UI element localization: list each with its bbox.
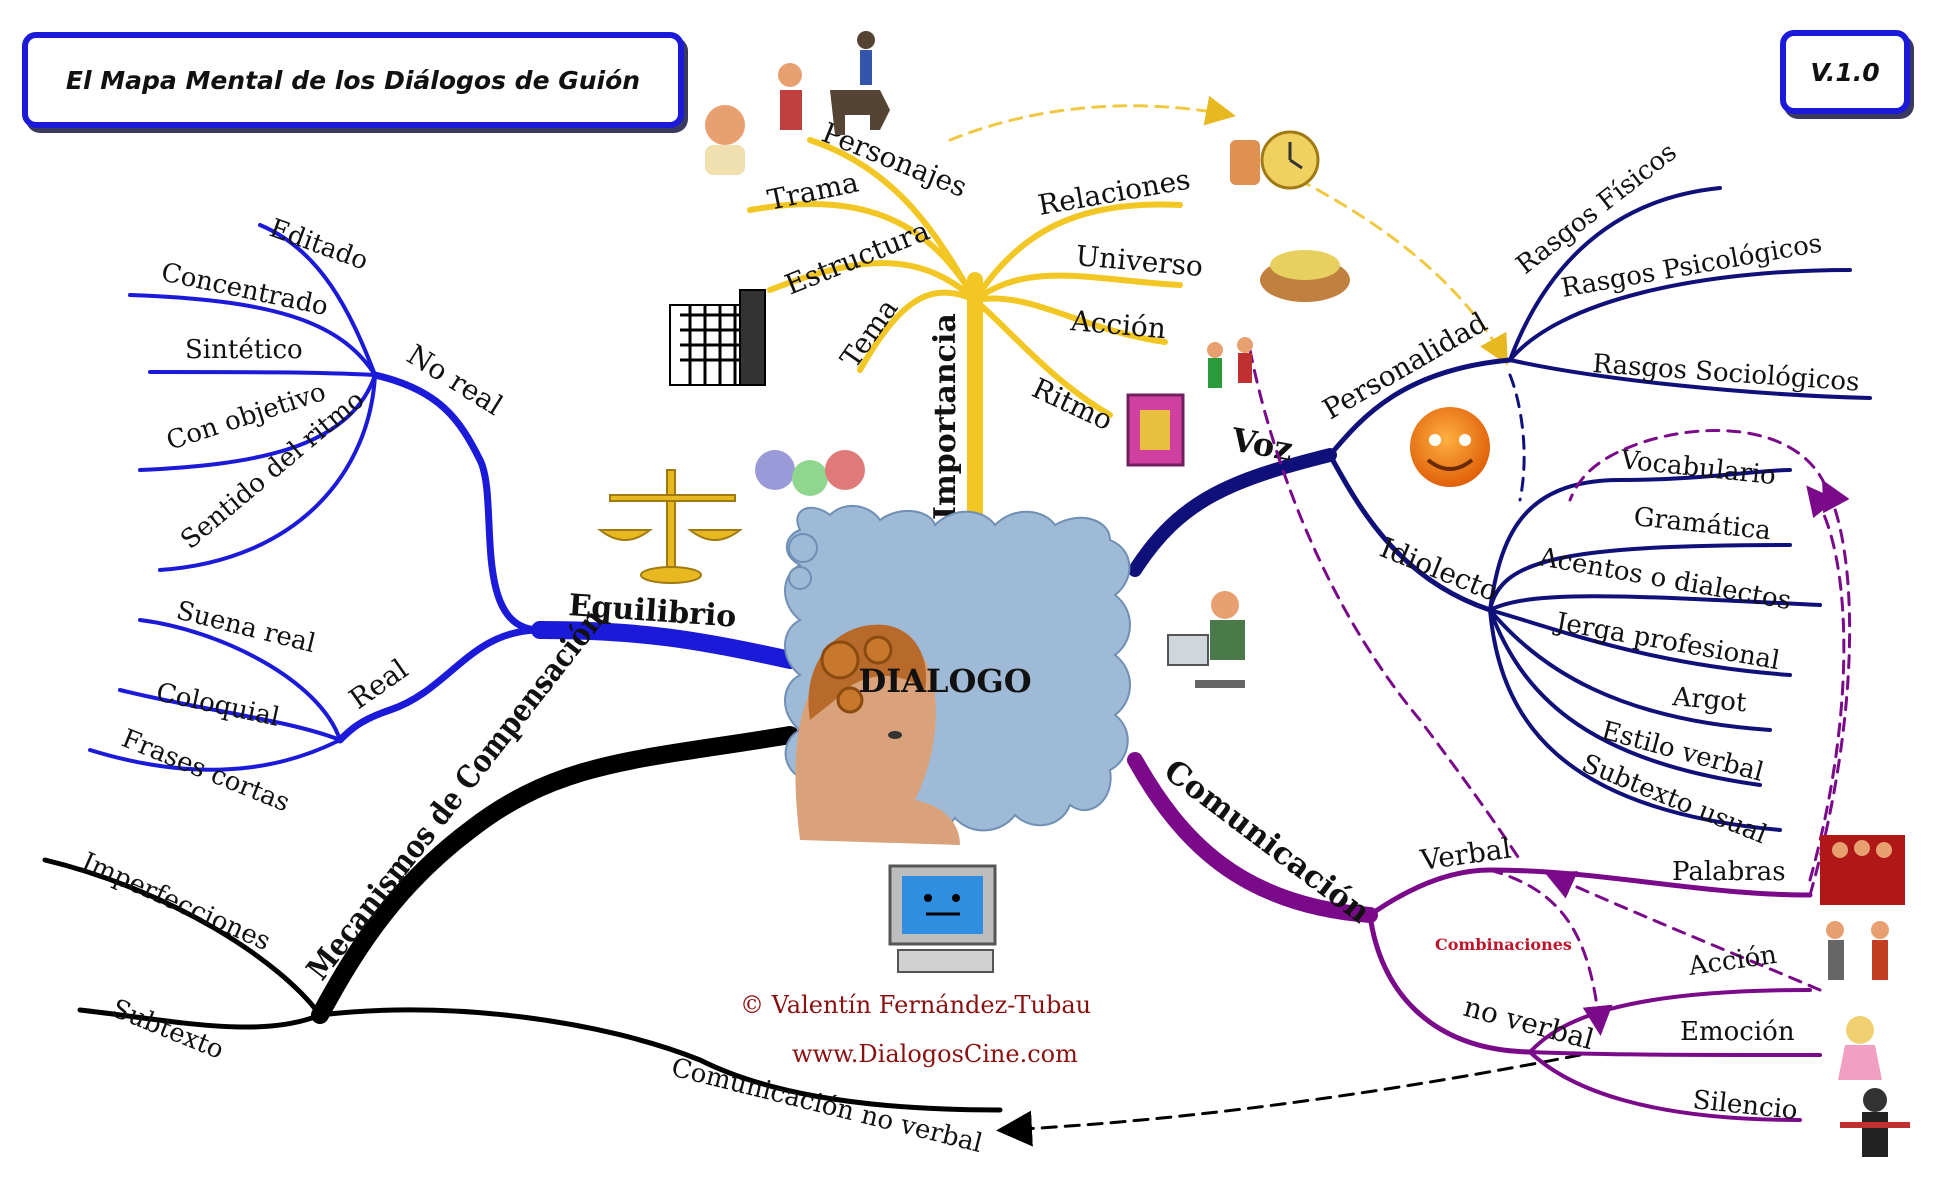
no-verbal-item: Silencio	[1691, 1085, 1799, 1126]
scale-icon	[597, 469, 743, 584]
real-item: Coloquial	[154, 678, 283, 733]
fighting-icon	[1826, 921, 1889, 980]
importancia-branch	[747, 95, 1508, 528]
monitor-icon	[888, 864, 997, 973]
voz-label: Voz	[1228, 420, 1296, 468]
importancia-item: Relaciones	[1035, 163, 1192, 222]
importancia-item: Acción	[1068, 304, 1167, 345]
center-label: DIALOGO	[858, 662, 1031, 700]
idiolecto-item: Vocabulario	[1618, 445, 1777, 491]
idiolecto-item: Gramática	[1632, 502, 1772, 546]
mecanismos-item: Subtexto	[107, 994, 227, 1066]
fruit-icon	[755, 450, 865, 496]
title-box: El Mapa Mental de los Diálogos de Guión	[22, 32, 684, 128]
people-icon	[1207, 337, 1253, 388]
idiolecto-label: Idiolecto	[1375, 531, 1502, 608]
voz-branch	[1128, 186, 1872, 832]
credits-author: © Valentín Fernández-Tubau	[740, 991, 1091, 1019]
mecanismos-label: Mecanismos de Compensación	[300, 602, 612, 987]
smiley-face-icon	[1410, 407, 1490, 487]
no-real-label: No real	[401, 338, 508, 422]
real-item: Suena real	[173, 596, 318, 659]
importancia-item: Tema	[834, 293, 905, 374]
comunicacion-branch	[1127, 348, 1852, 1122]
no-verbal-item: Emoción	[1680, 1017, 1795, 1047]
computer-user-icon	[1167, 591, 1245, 688]
no-real-item: Sintético	[185, 335, 303, 365]
importancia-label: Importancia	[928, 313, 963, 520]
mecanismos-item: Imperfecciones	[77, 847, 275, 957]
no-verbal-item: Acción	[1686, 940, 1779, 982]
credits-website: www.DialogosCine.com	[792, 1040, 1078, 1068]
horse-rider-icon	[830, 31, 890, 135]
equilibrio-branch	[88, 223, 799, 772]
clock-icon	[1230, 130, 1320, 190]
idiolecto-item: Acentos o dialectos	[1536, 542, 1794, 616]
page-title: El Mapa Mental de los Diálogos de Guión	[65, 65, 641, 95]
real-item: Frases cortas	[117, 724, 294, 819]
mecanismos-branch	[42, 726, 1582, 1147]
idiolecto-item: Jerga profesional	[1551, 607, 1782, 676]
idiolecto-item: Argot	[1670, 682, 1748, 718]
combinaciones-label: Combinaciones	[1435, 935, 1572, 954]
version-badge: V.1.0	[1780, 30, 1910, 114]
importancia-item: Ritmo	[1027, 371, 1118, 437]
treasure-icon	[1260, 250, 1350, 302]
doll-icon	[1838, 1016, 1882, 1080]
building-icon	[669, 289, 766, 386]
personalidad-item: Rasgos Psicológicos	[1559, 228, 1824, 303]
character-icons	[705, 63, 802, 175]
head-gears-icon	[795, 624, 960, 845]
mecanismos-item: Comunicación no verbal	[668, 1053, 985, 1159]
actors-icon	[1820, 835, 1905, 905]
version-label: V.1.0	[1810, 57, 1880, 87]
importancia-item: Estructura	[780, 214, 934, 302]
book-icon	[1126, 393, 1185, 467]
no-real-item: Concentrado	[159, 258, 331, 323]
verbal-item: Palabras	[1672, 857, 1786, 887]
mime-icon	[1840, 1088, 1910, 1157]
